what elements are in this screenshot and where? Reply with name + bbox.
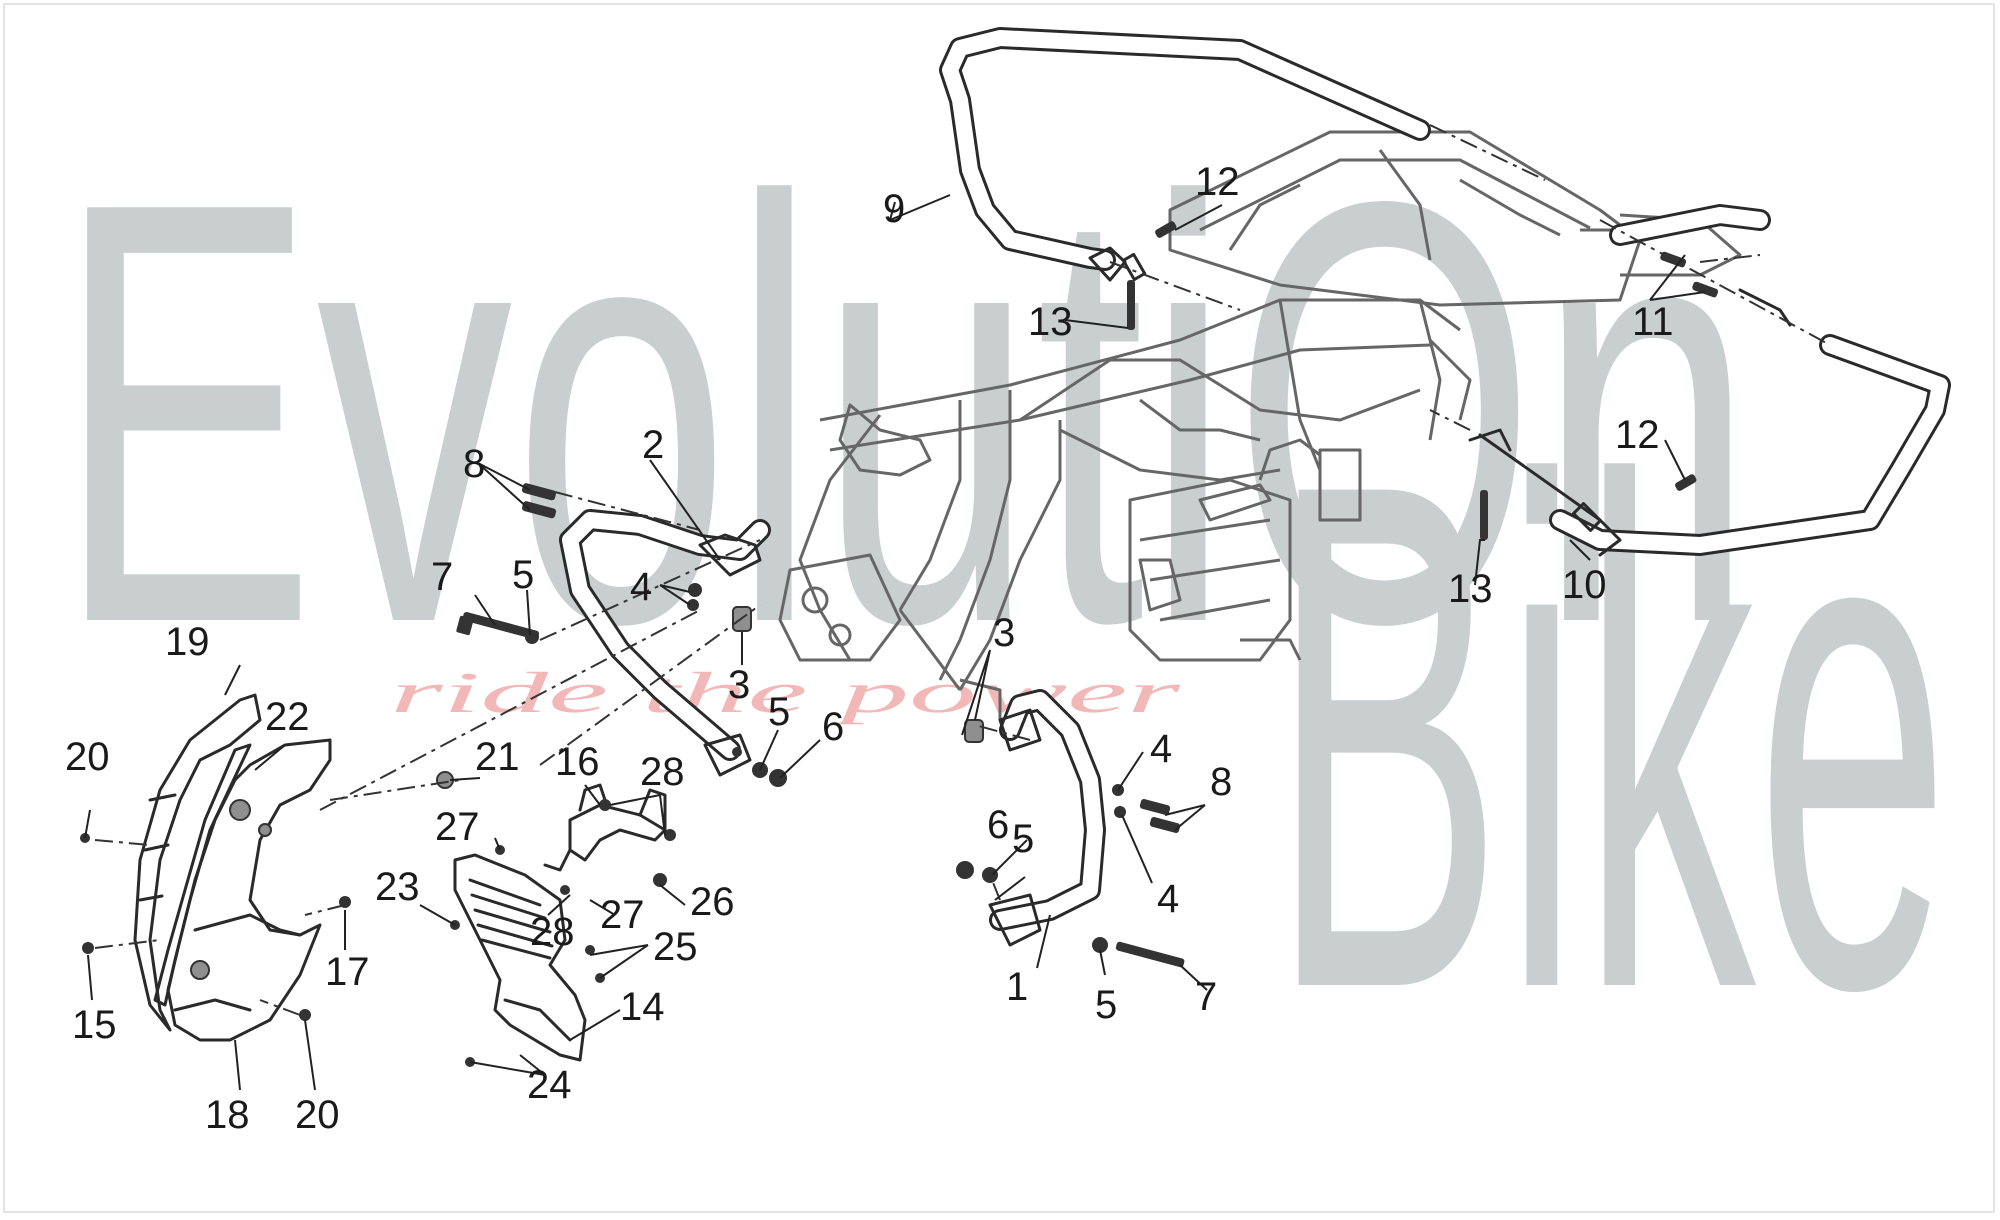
front-bar-right — [988, 689, 1106, 947]
callout-28-upper: 28 — [640, 750, 685, 794]
leader-lines — [84, 194, 1706, 1091]
callout-4-right-bottom: 4 — [1157, 877, 1179, 921]
callout-12-lower: 12 — [1615, 413, 1660, 457]
callout-13-lower: 13 — [1448, 567, 1493, 611]
callout-26: 26 — [690, 880, 735, 924]
callout-20-top: 20 — [65, 735, 110, 779]
callout-28-lower: 28 — [530, 910, 575, 954]
callout-23: 23 — [375, 865, 420, 909]
callout-18: 18 — [205, 1093, 250, 1137]
rear-bar-upper — [939, 27, 1431, 282]
rear-bar-lower — [1468, 204, 1951, 557]
callout-11: 11 — [1632, 300, 1674, 344]
callout-12-upper: 12 — [1195, 160, 1240, 204]
callout-2: 2 — [642, 423, 664, 467]
callout-22: 22 — [265, 695, 310, 739]
callout-7-left: 7 — [431, 555, 453, 599]
motorcycle-frame — [778, 130, 1742, 720]
callout-15: 15 — [72, 1003, 117, 1047]
callout-8-left: 8 — [463, 442, 485, 486]
side-cover-assembly — [133, 693, 332, 1042]
callout-25: 25 — [653, 925, 698, 969]
callout-6-middle: 6 — [822, 705, 844, 749]
watermark: EvolutiOn Bike ride the power — [55, 78, 1950, 1138]
page-border — [3, 3, 1995, 1213]
callout-3-left: 3 — [728, 663, 750, 707]
callout-4-right-top: 4 — [1150, 727, 1172, 771]
skid-plate — [453, 853, 587, 1062]
callout-3-right: 3 — [993, 611, 1015, 655]
callout-5-lower: 5 — [1095, 983, 1117, 1027]
callout-14: 14 — [620, 985, 665, 1029]
callout-5-upper: 5 — [512, 553, 534, 597]
callout-8-right: 8 — [1210, 760, 1232, 804]
assembly-lines — [94, 124, 1831, 1016]
callout-16: 16 — [555, 740, 600, 784]
callout-4-left: 4 — [630, 565, 652, 609]
callout-9: 9 — [883, 187, 905, 231]
callout-10: 10 — [1562, 563, 1607, 607]
callout-27-lower: 27 — [600, 893, 645, 937]
callout-21: 21 — [475, 735, 520, 779]
callout-labels: 1 2 3 3 4 4 4 5 5 5 5 6 6 7 7 8 8 9 10 1… — [65, 160, 1674, 1137]
callout-6-right: 6 — [987, 803, 1009, 847]
watermark-line1: EvolutiOn — [55, 78, 1755, 748]
callout-7-right: 7 — [1195, 975, 1217, 1019]
callout-5-right: 5 — [1012, 817, 1034, 861]
callout-24: 24 — [527, 1063, 572, 1107]
callout-5-middle: 5 — [768, 690, 790, 734]
callout-19: 19 — [165, 620, 210, 664]
bracket-16 — [543, 783, 667, 872]
watermark-line2: Bike — [1270, 333, 1950, 1138]
callout-17: 17 — [325, 950, 370, 994]
callout-27-upper: 27 — [435, 805, 480, 849]
callout-13-upper: 13 — [1028, 300, 1073, 344]
callout-1: 1 — [1006, 965, 1028, 1009]
callout-20-bottom: 20 — [295, 1093, 340, 1137]
front-bar-left — [559, 509, 771, 777]
